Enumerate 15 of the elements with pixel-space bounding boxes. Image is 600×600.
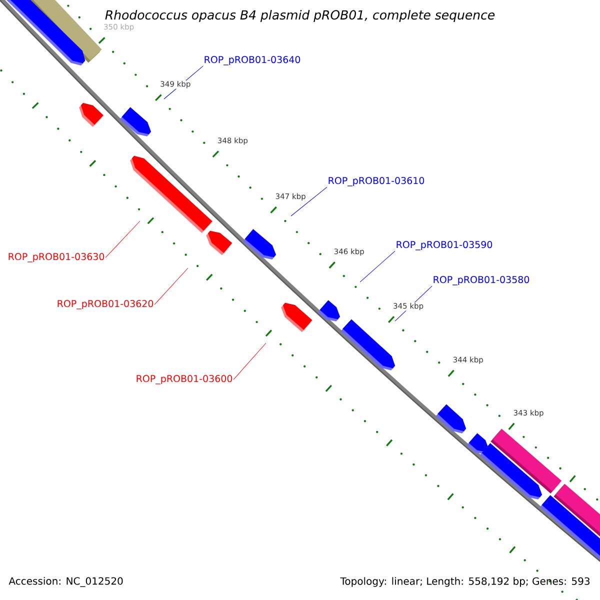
- leader-line: [105, 220, 140, 258]
- leader-line: [290, 186, 328, 216]
- footer-text: Accession: NC_012520: [8, 577, 123, 587]
- leader-line: [233, 342, 266, 380]
- title: Rhodococcus opacus B4 plasmid pROB01, complete sequence: [105, 10, 495, 22]
- gene-label: ROP_pROB01-03600: [136, 374, 232, 384]
- gene-label: ROP_pROB01-03610: [328, 176, 424, 186]
- gene-label: ROP_pROB01-03590: [396, 240, 492, 250]
- gene-label: ROP_pROB01-03580: [434, 276, 530, 286]
- gene-label: ROP_pROB01-03620: [58, 300, 154, 310]
- footer-text: Topology: linear; Length: 558,192 bp; Genes: 593: [340, 577, 590, 587]
- leader-line: [360, 250, 396, 282]
- leader-line: [154, 268, 188, 305]
- gene-label: ROP_pROB01-03630: [8, 252, 104, 262]
- gene-label: ROP_pROB01-03640: [204, 56, 300, 66]
